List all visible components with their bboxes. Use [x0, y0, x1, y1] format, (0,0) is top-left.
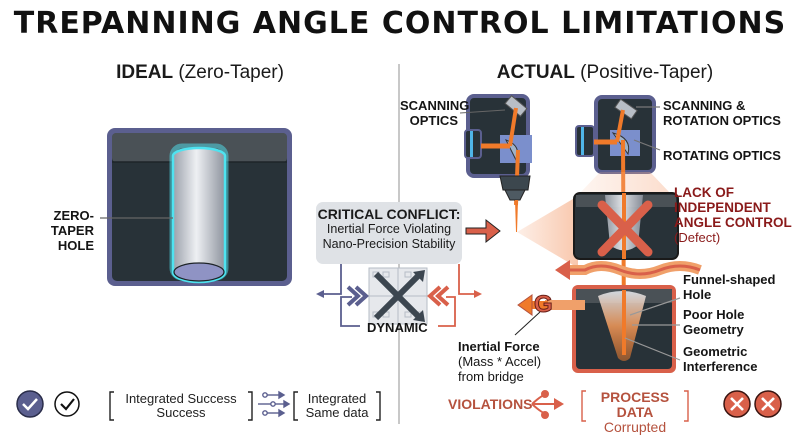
inertial-title: Inertial Force [458, 339, 540, 354]
integrated-same-data-box: Integrated Same data [298, 392, 376, 420]
actual-heading: ACTUAL (Positive-Taper) [480, 62, 730, 84]
defect-line2: INDEPENDENT [674, 200, 771, 215]
interf-line2: Interference [683, 359, 758, 374]
inertial-line3: from bridge [458, 369, 524, 384]
defect-label: LACK OF INDEPENDENT ANGLE CONTROL (Defec… [674, 185, 792, 245]
footer-left-brackets [109, 391, 381, 421]
scanning-optics-head-left [459, 94, 532, 232]
dynamic-diagram [316, 264, 482, 327]
check-outline-icon [54, 391, 80, 417]
beam-glow-cone [517, 196, 578, 268]
integrated-success-box: Integrated Success Success [116, 392, 246, 420]
actual-heading-rest: (Positive-Taper) [574, 62, 714, 83]
ideal-heading-rest: (Zero-Taper) [173, 62, 284, 83]
ideal-heading-bold: IDEAL [116, 62, 174, 83]
process-data-box: PROCESS DATA Corrupted [588, 390, 682, 435]
box1-line1: Integrated Success [125, 391, 237, 406]
scan-rot-line1: SCANNING & [663, 98, 746, 113]
funnel-line2: Hole [683, 287, 712, 302]
defect-line1: LACK OF [674, 185, 734, 200]
error-icon-1 [723, 390, 751, 418]
violations-label: VIOLATIONS [448, 396, 533, 412]
poor-line1: Poor Hole [683, 307, 745, 322]
geometric-interference-label: Geometric Interference [683, 344, 757, 374]
conflict-line2: Nano-Precision Stability [322, 237, 456, 251]
process-data-line1: PROCESS DATA [600, 389, 670, 420]
conflict-arrow-right-icon [465, 218, 501, 244]
poor-line2: Geometry [683, 322, 744, 337]
g-force-letter: G [534, 291, 554, 319]
scan-rot-line2: ROTATION OPTICS [663, 113, 781, 128]
zero-taper-hole-cylinder [169, 143, 229, 284]
defect-line4: (Defect) [674, 230, 721, 245]
funnel-workpiece [572, 285, 681, 373]
poor-geometry-label: Poor Hole Geometry [683, 307, 744, 337]
scanning-optics-label: SCANNING OPTICS [400, 98, 470, 128]
violations-split-icon [531, 390, 564, 419]
inertial-line2: (Mass * Accel) [458, 354, 542, 369]
funnel-line1: Funnel-shaped [683, 272, 776, 287]
box2-line2: Same data [305, 405, 369, 420]
g-force-arrow [514, 294, 585, 336]
ideal-heading: IDEAL (Zero-Taper) [100, 62, 300, 84]
zero-taper-label-line2: HOLE [57, 238, 94, 253]
defect-line3: ANGLE CONTROL [674, 215, 792, 230]
check-filled-icon [16, 390, 44, 418]
scanning-optics-line2: OPTICS [409, 113, 458, 128]
data-flow-icon [258, 390, 291, 418]
conflict-heading: CRITICAL CONFLICT: [317, 206, 461, 222]
rotating-optics-label: ROTATING OPTICS [663, 148, 781, 163]
critical-conflict-box: CRITICAL CONFLICT: Inertial Force Violat… [316, 202, 462, 264]
scanning-optics-line1: SCANNING [400, 98, 470, 113]
process-data-line2: Corrupted [603, 419, 667, 435]
page-title: TREPANNING ANGLE CONTROL LIMITATIONS [13, 6, 787, 41]
error-icon-2 [754, 390, 782, 418]
zero-taper-label-line1: ZERO-TAPER [50, 208, 94, 238]
dynamic-label: DYNAMIC [367, 320, 428, 335]
scanning-rotation-optics-label: SCANNING & ROTATION OPTICS [663, 98, 781, 128]
interf-line1: Geometric [683, 344, 748, 359]
box1-line2: Success [156, 405, 206, 420]
inertial-force-label: Inertial Force (Mass * Accel) from bridg… [458, 339, 541, 384]
defect-workpiece [573, 192, 679, 260]
box2-line1: Integrated [307, 391, 367, 406]
footer-right-brackets [581, 390, 689, 422]
actual-heading-bold: ACTUAL [496, 62, 575, 83]
zero-taper-label: ZERO-TAPER HOLE [20, 208, 94, 253]
rotating-beam-cone [580, 172, 670, 193]
funnel-hole-label: Funnel-shaped Hole [683, 272, 775, 302]
conflict-line1: Inertial Force Violating [326, 222, 452, 236]
